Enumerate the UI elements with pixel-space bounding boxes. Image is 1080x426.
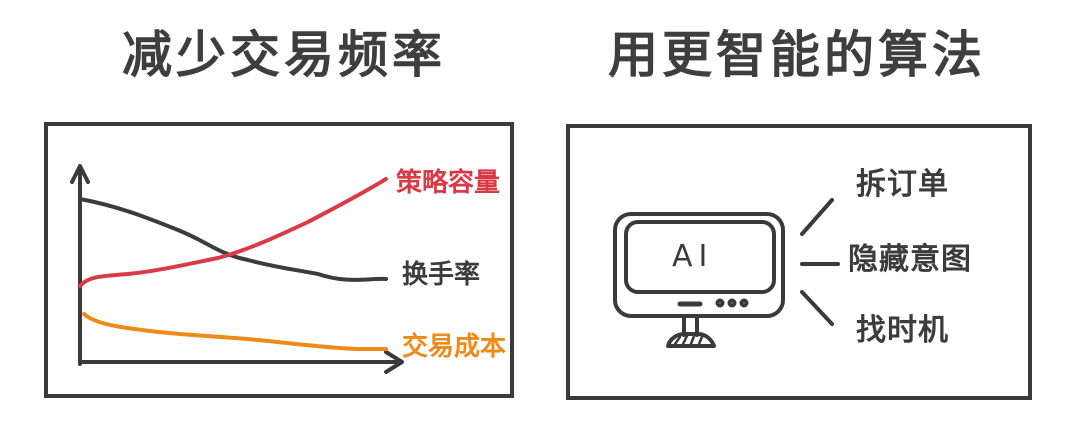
- x-axis-arrow-icon: [384, 350, 404, 374]
- monitor-screen: [624, 220, 776, 294]
- line-chart: [70, 164, 404, 374]
- monitor-button-icon: [739, 298, 749, 308]
- transaction-cost-line: [82, 312, 388, 351]
- strategy-capacity-line: [78, 177, 388, 288]
- turnover-rate-line: [78, 197, 388, 282]
- monitor-button-icon: [727, 298, 737, 308]
- strategy-capacity-label: 策略容量: [396, 168, 501, 198]
- monitor-base: [666, 332, 716, 348]
- monitor-ai-text: AI: [672, 239, 714, 274]
- branch-line-top: [800, 198, 834, 236]
- left-panel-title: 减少交易频率: [122, 26, 446, 84]
- branch-label-find-timing: 找时机: [856, 313, 949, 348]
- algorithm-panel: AI 拆订单 隐藏意图 找时机: [566, 124, 1032, 400]
- transaction-cost-label: 交易成本: [402, 332, 507, 362]
- turnover-rate-label: 换手率: [402, 260, 481, 290]
- ai-monitor-diagram: [613, 198, 840, 348]
- y-axis-arrow-icon: [70, 164, 90, 184]
- monitor-base-hatch: [673, 334, 704, 346]
- monitor-neck: [682, 314, 699, 337]
- branch-line-bottom: [800, 290, 834, 326]
- branch-label-hide-intent: 隐藏意图: [848, 242, 972, 277]
- right-panel-title: 用更智能的算法: [608, 26, 986, 84]
- chart-panel: 策略容量 换手率 交易成本: [44, 122, 514, 398]
- branch-label-split-order: 拆订单: [856, 167, 949, 202]
- monitor-button-icon: [715, 298, 725, 308]
